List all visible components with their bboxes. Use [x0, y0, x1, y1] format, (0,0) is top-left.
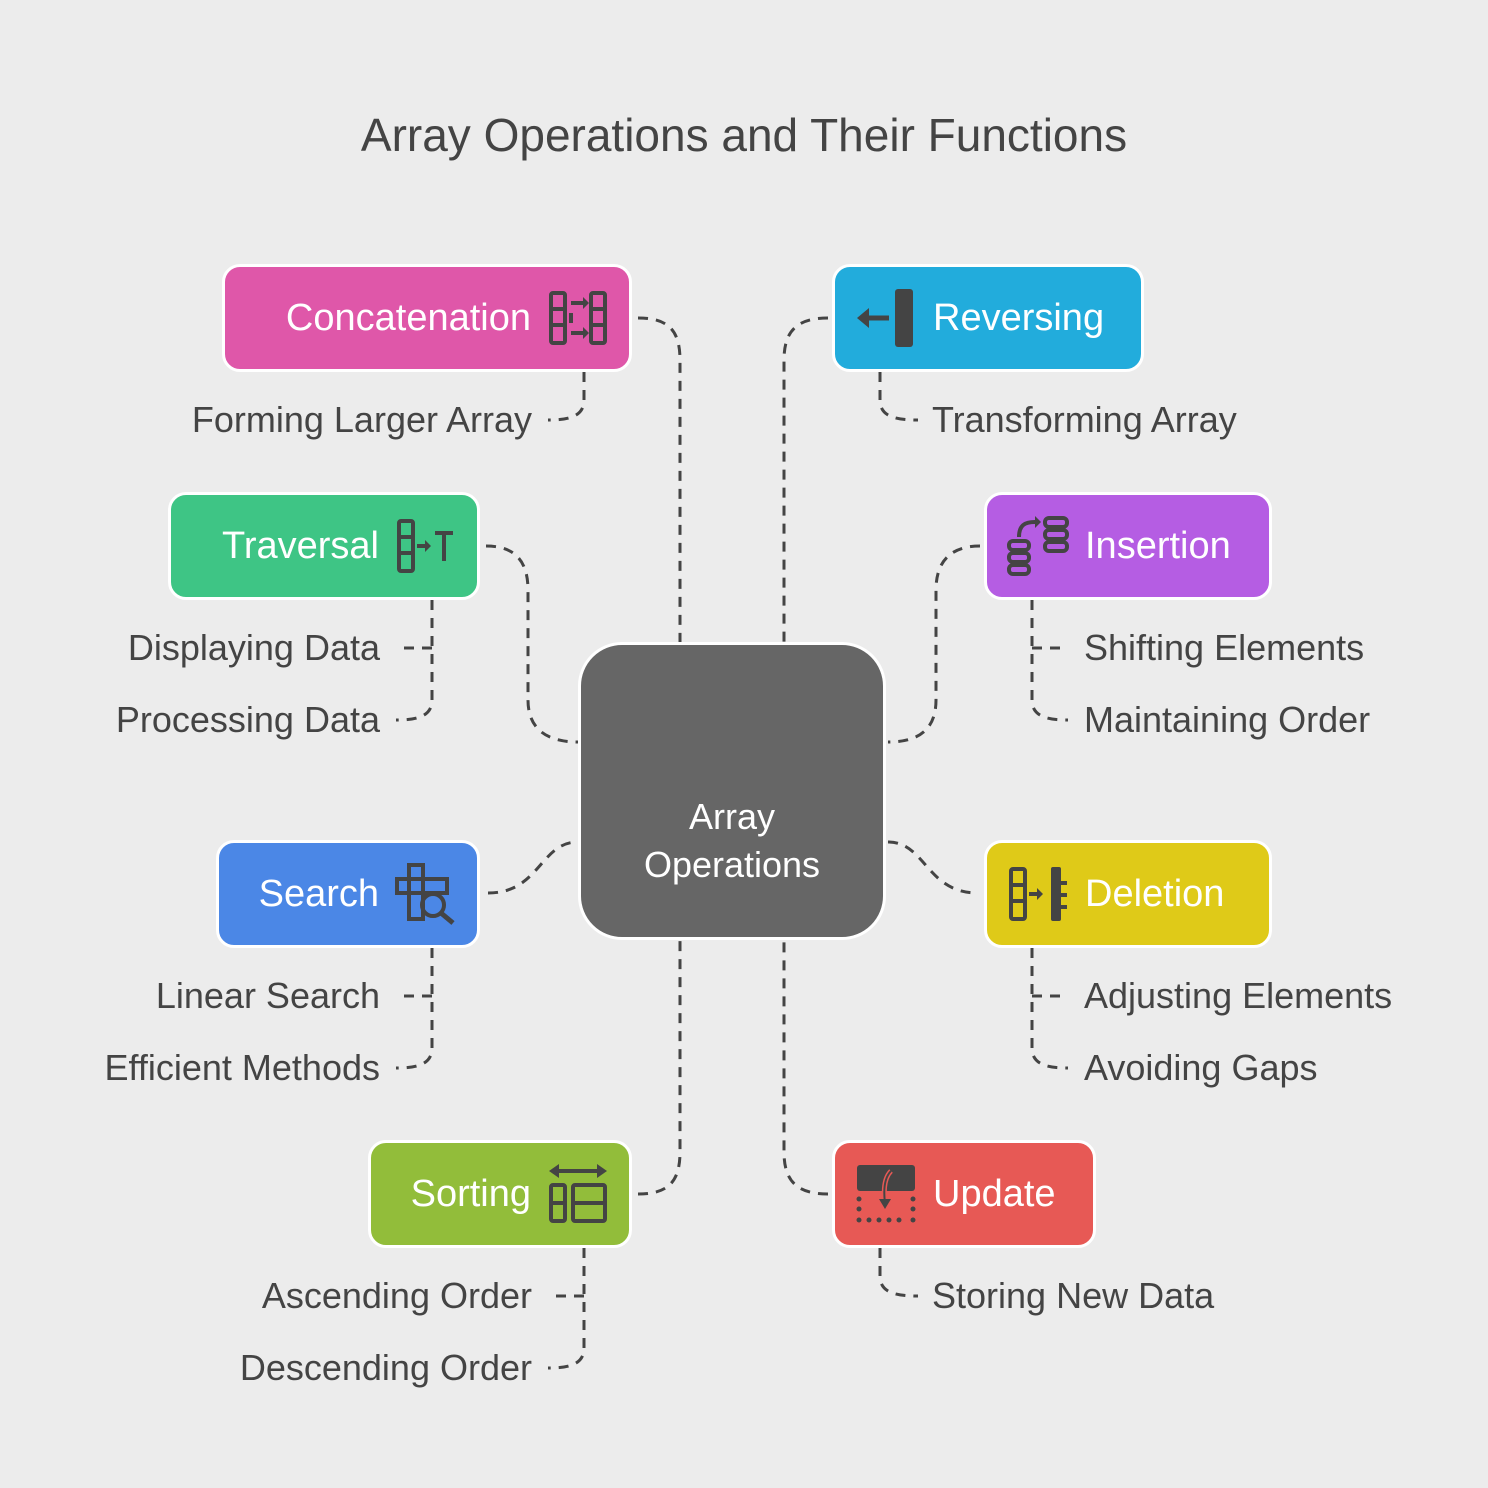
- node-reversing: Reversing: [832, 264, 1144, 372]
- fn-traversal-2: Processing Data: [115, 699, 380, 740]
- fn-search-2: Efficient Methods: [104, 1047, 380, 1088]
- node-deletion-label: Deletion: [1085, 872, 1225, 915]
- column-to-text-icon: [397, 519, 453, 573]
- connector-reversing: [782, 316, 829, 642]
- node-reversing-label: Reversing: [933, 296, 1105, 339]
- connector-insertion: [887, 544, 981, 744]
- merge-columns-icon: [549, 291, 607, 345]
- connector-traversal-fn: [395, 600, 434, 722]
- connector-reversing-fn1: [878, 372, 919, 422]
- fn-insertion-2: Maintaining Order: [1084, 699, 1371, 740]
- node-search: Search: [216, 840, 480, 948]
- node-sorting: Sorting: [368, 1140, 632, 1248]
- connector-sorting-fn: [547, 1248, 586, 1370]
- node-sorting-label: Sorting: [410, 1172, 531, 1215]
- connector-deletion-fn: [1030, 948, 1069, 1070]
- fn-deletion-1: Adjusting Elements: [1084, 975, 1393, 1016]
- fn-concatenation-1: Forming Larger Array: [191, 399, 532, 440]
- center-label: Array Operations: [643, 796, 821, 885]
- diagram-title: Array Operations and Their Functions: [360, 109, 1128, 161]
- grid-search-icon: [395, 863, 455, 925]
- connector-insertion-fn: [1030, 600, 1069, 722]
- connector-update-fn1: [878, 1248, 919, 1298]
- node-update: Update: [832, 1140, 1096, 1248]
- connector-update: [782, 940, 829, 1196]
- node-search-label: Search: [258, 872, 379, 915]
- fn-deletion-2: Avoiding Gaps: [1084, 1047, 1318, 1088]
- node-traversal-label: Traversal: [222, 524, 379, 567]
- node-concatenation-label: Concatenation: [285, 296, 531, 339]
- connector-search-fn: [395, 948, 434, 1070]
- column-delete-icon: [1009, 867, 1067, 921]
- edit-cell-icon: [856, 1165, 916, 1223]
- connector-search: [487, 840, 579, 895]
- node-concatenation: Concatenation: [222, 264, 632, 372]
- fn-reversing-1: Transforming Array: [932, 399, 1237, 440]
- fn-insertion-1: Shifting Elements: [1084, 627, 1365, 668]
- fn-traversal-1: Displaying Data: [127, 627, 380, 668]
- connector-traversal: [485, 544, 579, 744]
- grid-sort-icon: [549, 1164, 607, 1223]
- node-traversal: Traversal: [168, 492, 480, 600]
- fn-update-1: Storing New Data: [932, 1275, 1215, 1316]
- node-deletion: Deletion: [984, 840, 1272, 948]
- fn-sorting-1: Ascending Order: [261, 1275, 532, 1316]
- node-insertion: Insertion: [984, 492, 1272, 600]
- fn-search-1: Linear Search: [155, 975, 380, 1016]
- connector-deletion: [887, 840, 979, 895]
- connector-concatenation-fn1: [547, 372, 586, 422]
- node-insertion-label: Insertion: [1085, 524, 1231, 567]
- fn-sorting-2: Descending Order: [239, 1347, 532, 1388]
- connector-concatenation: [637, 316, 682, 642]
- node-update-label: Update: [933, 1172, 1056, 1215]
- connector-sorting: [637, 940, 682, 1196]
- stack-insert-icon: [1007, 516, 1069, 576]
- arrow-to-bar-icon: [857, 289, 913, 347]
- center-node: Array Operations: [578, 642, 886, 940]
